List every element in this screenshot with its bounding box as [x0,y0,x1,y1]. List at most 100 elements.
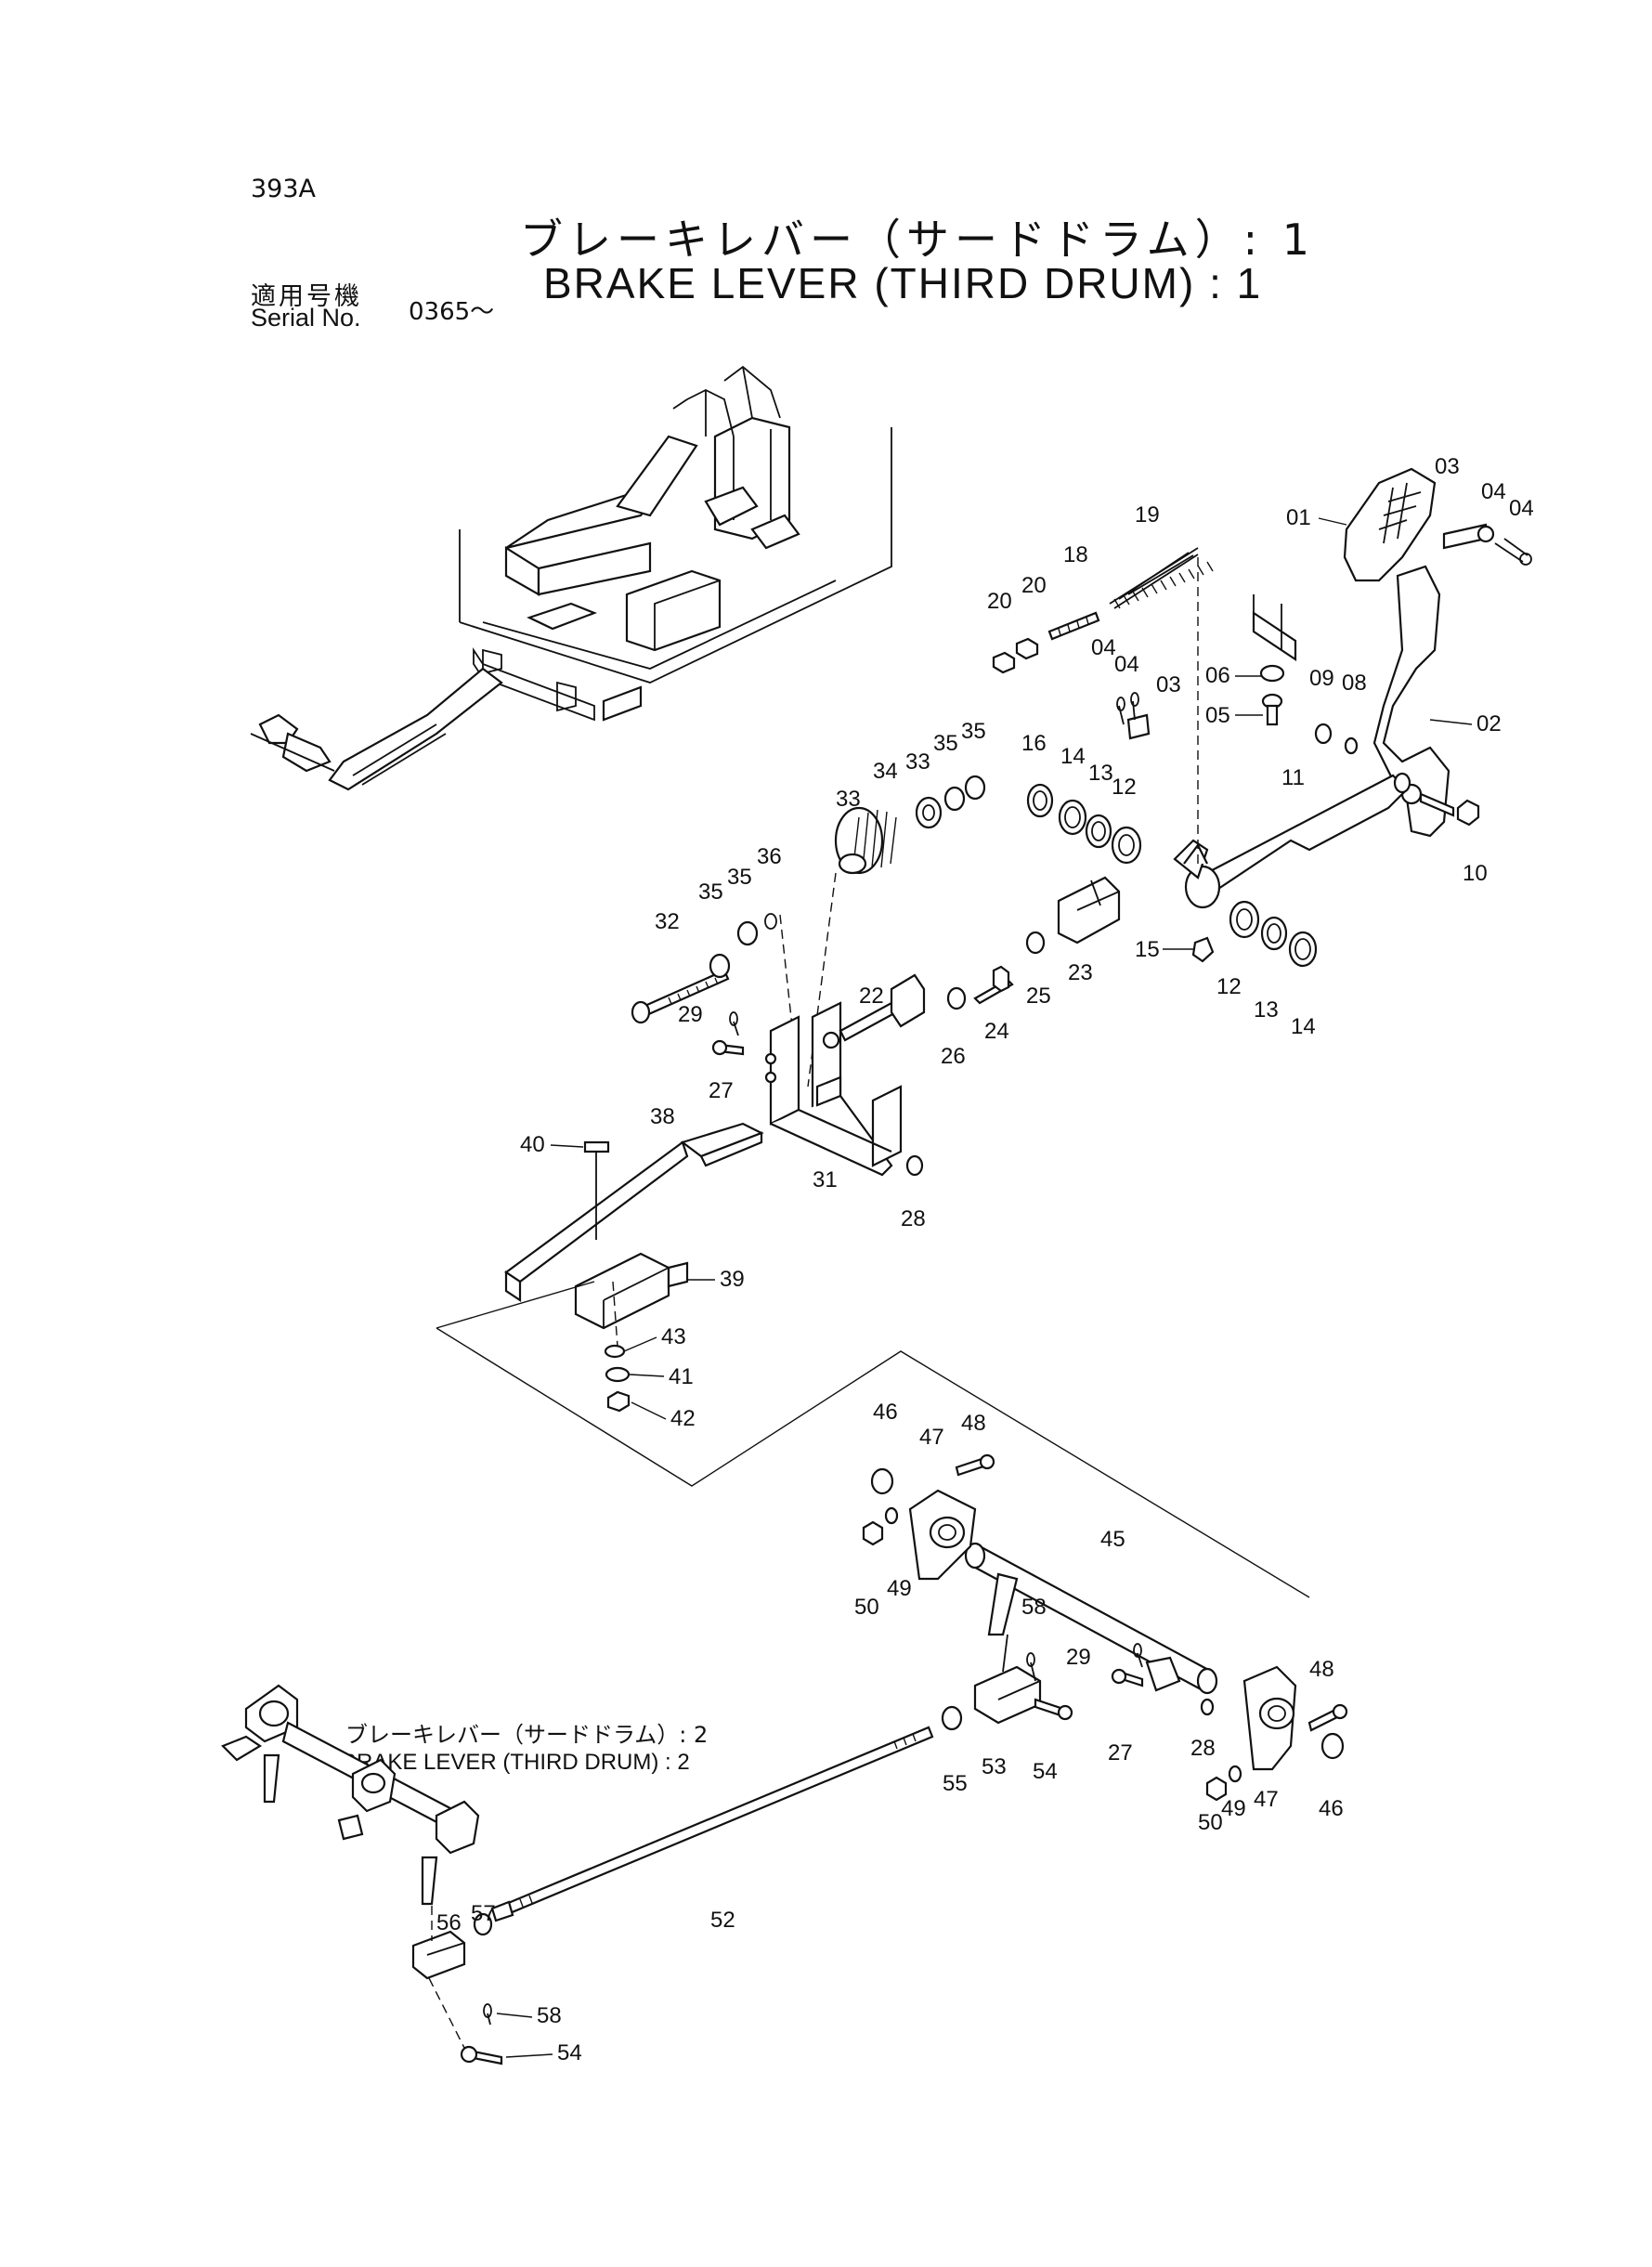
pedal-01 [1343,467,1437,582]
callout-34: 34 [873,759,898,784]
callout-35: 35 [961,719,986,744]
callout-52: 52 [710,1908,735,1933]
callout-26: 26 [941,1044,966,1069]
long-rod-52 [473,1726,934,1936]
serial-number-value: 0365～ [409,298,495,326]
serial-label-english: Serial No. [251,304,361,332]
callout-02: 02 [1476,711,1502,736]
page-code: 393A [251,175,317,203]
callout-labels: 01 02 03 03 04 04 04 04 05 06 08 09 10 1… [436,454,1534,2065]
callout-45: 45 [1100,1527,1125,1552]
callout-27: 27 [709,1078,734,1103]
cab-overview-illustration [250,365,892,791]
pin-27-29-left [711,1011,745,1056]
brake-pedal-assembly [1343,467,1532,838]
serial-label-japanese: 適用号機 [251,282,362,311]
callout-48: 48 [961,1411,986,1436]
callout-20: 20 [1021,573,1047,598]
callout-03: 03 [1435,454,1460,479]
callout-29: 29 [1066,1645,1091,1670]
callout-22: 22 [859,984,884,1009]
clevis-pin-group [1116,692,1151,740]
callout-42: 42 [670,1406,696,1431]
callout-18: 18 [1063,542,1088,567]
callout-20: 20 [987,589,1012,614]
callout-46: 46 [1319,1796,1344,1821]
callout-04: 04 [1114,652,1139,677]
callout-54: 54 [1033,1759,1058,1784]
yoke-53-assembly [941,1634,1215,1731]
callout-12: 12 [1112,775,1137,800]
callout-25: 25 [1026,984,1051,1009]
callout-10: 10 [1463,861,1488,886]
callout-13: 13 [1254,997,1279,1023]
callout-04: 04 [1481,479,1506,504]
main-lever-shaft-11 [1173,772,1411,909]
callout-14: 14 [1291,1014,1316,1039]
callout-12: 12 [1216,974,1242,999]
callout-24: 24 [984,1019,1009,1044]
callout-57: 57 [471,1901,496,1926]
assembly-reference-frame [436,1281,1310,1598]
callout-33: 33 [905,749,930,775]
callout-46: 46 [873,1400,898,1425]
stop-bolt-32 [631,913,800,1088]
callout-28: 28 [1190,1736,1216,1761]
callout-03: 03 [1156,672,1181,697]
callout-54: 54 [557,2040,582,2065]
callout-15: 15 [1135,937,1160,962]
callout-50: 50 [1198,1810,1223,1835]
reference-note-english: BRAKE LEVER (THIRD DRUM) : 2 [342,1750,690,1775]
callout-28: 28 [901,1206,926,1231]
link-38-and-switch-39 [504,1122,764,1413]
callout-58: 58 [1021,1595,1047,1620]
callout-14: 14 [1060,744,1086,769]
callout-35: 35 [727,865,752,890]
callout-31: 31 [813,1167,838,1192]
callout-06: 06 [1205,663,1230,688]
callout-47: 47 [1254,1787,1279,1812]
reference-note-japanese: ブレーキレバー（サードドラム）: 2 [345,1722,709,1748]
callout-39: 39 [720,1267,745,1292]
callout-55: 55 [943,1771,968,1796]
title-english: BRAKE LEVER (THIRD DRUM) : 1 [543,259,1263,307]
lever-arm-02 [1372,565,1450,838]
callout-41: 41 [669,1364,694,1389]
callout-35: 35 [933,731,958,756]
bracket-31 [764,973,926,1177]
callout-47: 47 [919,1425,944,1450]
callout-04: 04 [1091,635,1116,660]
return-spring-19 [1109,547,1214,864]
yoke-and-bolt [946,876,1121,1010]
callout-49: 49 [1221,1796,1246,1821]
callout-01: 01 [1286,505,1311,530]
callout-27: 27 [1108,1740,1133,1765]
callout-43: 43 [661,1324,686,1349]
callout-32: 32 [655,909,680,934]
small-fasteners [1191,723,1480,963]
callout-08: 08 [1342,671,1367,696]
spring-and-washers [807,775,986,1088]
callout-16: 16 [1021,731,1047,756]
callout-56: 56 [436,1910,462,1935]
callout-49: 49 [887,1576,912,1601]
callout-04: 04 [1509,496,1534,521]
callout-58: 58 [537,2003,562,2028]
callout-19: 19 [1135,502,1160,528]
callout-23: 23 [1068,960,1093,985]
cross-shaft-45 [862,1453,1348,1802]
callout-09: 09 [1309,666,1334,691]
washer-28 [905,1154,924,1177]
title-japanese: ブレーキレバー（サードドラム）: 1 [520,215,1316,265]
callout-38: 38 [650,1104,675,1129]
callout-13: 13 [1088,761,1113,786]
callout-36: 36 [757,844,782,869]
callout-53: 53 [982,1754,1007,1779]
callout-48: 48 [1309,1657,1334,1682]
callout-29: 29 [678,1002,703,1027]
callout-11: 11 [1281,765,1305,790]
callout-50: 50 [854,1595,879,1620]
callout-05: 05 [1205,703,1230,728]
bracket-with-bolt [1252,594,1297,726]
